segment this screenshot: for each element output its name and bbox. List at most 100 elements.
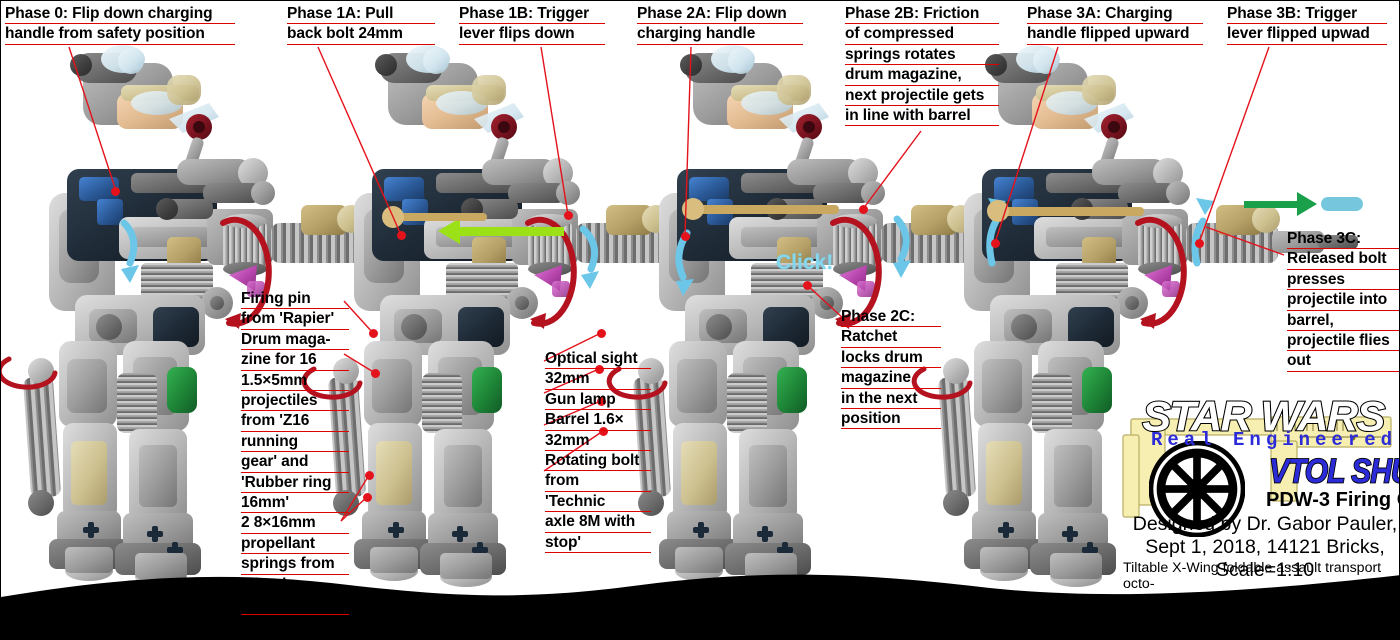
annotation-line: Firing pin — [241, 289, 349, 310]
callout-dot — [111, 187, 120, 196]
annotation-line: Released bolt — [1287, 249, 1399, 270]
annotation-line: running — [241, 432, 349, 453]
model-name-text: PDW-3 Firing Cycle — [1266, 489, 1399, 511]
model-description: Tiltable X-Wing foldable assault transpo… — [1123, 560, 1399, 639]
ground-silhouette — [1, 574, 1399, 639]
annotation-line: in the next — [841, 389, 941, 410]
description-line: rotating props driven by 8 L-motors via … — [1123, 622, 1392, 639]
annotation-line: Drum maga- — [241, 330, 349, 351]
annotation-line: barrel, — [1287, 311, 1399, 332]
rotation-arrow-head — [225, 313, 1156, 329]
annotation-line: locks drum — [841, 348, 941, 369]
annotation-line: lever flipped upwad — [1227, 24, 1387, 45]
annotation-line: drum magazine, — [845, 65, 999, 86]
click-marker: Click! — [776, 251, 834, 274]
annotation-line: handle flipped upward — [1027, 24, 1203, 45]
callout-dot — [564, 211, 573, 220]
annotation-line: gear' and — [241, 452, 349, 473]
callout-dot — [597, 397, 606, 406]
callout-dot — [595, 365, 604, 374]
callout-dot — [991, 239, 1000, 248]
annotation-line: in line with barrel — [845, 106, 999, 127]
callout-dot — [681, 232, 690, 241]
real-engineered-text: Real Engineered — [1151, 429, 1398, 451]
annotation-line: zine for 16 — [241, 350, 349, 371]
annotation-line: Phase 3B: Trigger — [1227, 4, 1387, 25]
designer-credit: Designed by Dr. Gabor Pauler, Sept 1, 20… — [1132, 513, 1398, 581]
callout-dot — [599, 427, 608, 436]
vtol-shuttle-text: VTOL SHUTTLE — [1268, 452, 1399, 492]
annotation-line: Phase 1B: Trigger — [459, 4, 605, 25]
annotation-line: Rotating bolt — [545, 451, 651, 472]
annotation-line: Phase 3A: Charging — [1027, 4, 1203, 25]
rotation-arrow-ring — [1, 216, 1187, 400]
annotation-line: back bolt 24mm — [287, 24, 435, 45]
annotation-line: 16mm' — [241, 493, 349, 514]
annotation-line: stop' — [545, 533, 651, 554]
callout-dot — [597, 329, 606, 338]
annotation-line: 2 8×16mm — [241, 513, 349, 534]
annotation-line: springs rotates — [845, 45, 999, 66]
annotation-line: magazine — [841, 368, 941, 389]
annotation-line: Optical sight — [545, 349, 651, 370]
annotation-line: 'Rubber ring — [241, 473, 349, 494]
star-wars-text: STAR WARS — [1141, 393, 1386, 441]
annotation-line: Phase 2B: Friction — [845, 4, 999, 25]
annotation-line: out — [1287, 351, 1399, 372]
annotation-line: Barrel 1.6× — [545, 410, 651, 431]
annotation-line: lever flips down — [459, 24, 605, 45]
annotation-line: Phase 1A: Pull — [287, 4, 435, 25]
star-wars-wordmark: STAR WARS — [1129, 393, 1397, 441]
annotation-line: Phase 2A: Flip down — [637, 4, 803, 25]
annotation-line: 'Shock absorber' — [241, 575, 349, 615]
callout-dot — [803, 281, 812, 290]
annotation-line: Phase 0: Flip down charging — [5, 4, 235, 25]
annotation-line: 1.5×5mm — [241, 371, 349, 392]
callout-dot — [363, 493, 372, 502]
projectile — [1321, 197, 1363, 211]
annotation-line: propellant — [241, 534, 349, 555]
description-line: Tiltable X-Wing foldable assault transpo… — [1123, 560, 1382, 592]
annotation-line: presses — [1287, 270, 1399, 291]
callout-dot — [397, 231, 406, 240]
annotation-line: Ratchet — [841, 327, 941, 348]
annotation-line: of compressed — [845, 24, 999, 45]
annotation-line: Phase 3C: — [1287, 229, 1399, 250]
logo-info-block: STAR WARS Real Engineered — [1121, 393, 1399, 639]
annotation-line: projectile into — [1287, 290, 1399, 311]
callout-dot — [1195, 239, 1204, 248]
annotation-line: axle 8M with — [545, 512, 651, 533]
annotation-line: 32mm — [545, 431, 651, 452]
annotation-line: projectile flies — [1287, 331, 1399, 352]
annotation-line: next projectile gets — [845, 86, 999, 107]
annotation-line: 'Technic — [545, 492, 651, 513]
annotation-line: charging handle — [637, 24, 803, 45]
projectile-arrow-green — [1244, 192, 1363, 216]
annotation-line: Phase 2C: — [841, 307, 941, 328]
annotation-line: position — [841, 409, 941, 430]
annotation-line: springs from — [241, 554, 349, 575]
annotation-line: from 'Z16 — [241, 411, 349, 432]
imperial-cog-emblem — [1149, 441, 1245, 537]
annotation-line: Gun lamp — [545, 390, 651, 411]
annotation-line: handle from safety position — [5, 24, 235, 45]
callout-dot — [859, 205, 868, 214]
description-line: copter. Drivetrain: 8 2-blade, foldable,… — [1123, 591, 1359, 623]
motion-arrow-green-bolt — [438, 218, 564, 244]
callout-dot — [369, 329, 378, 338]
callout-dot — [365, 471, 374, 480]
annotation-line: from 'Rapier' — [241, 309, 349, 330]
callout-dot — [371, 369, 380, 378]
